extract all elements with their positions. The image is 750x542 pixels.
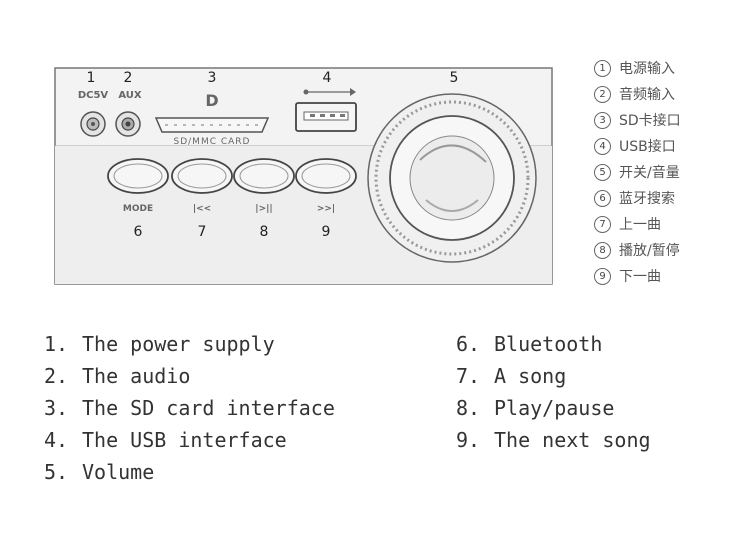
volume-knob[interactable]	[367, 93, 537, 263]
legend-text: The next song	[494, 428, 651, 452]
usb-symbol-icon	[303, 88, 356, 96]
legend-text: The USB interface	[82, 428, 287, 452]
legend-number: 1.	[44, 332, 69, 356]
cn-legend-item: 3 SD卡接口	[594, 108, 681, 132]
callout-5: 5	[450, 70, 459, 86]
callout-2: 2	[124, 70, 133, 86]
legend-item-2: 2. The audio	[44, 363, 190, 389]
legend-text: Play/pause	[494, 396, 615, 420]
cn-legend-number: 1	[594, 59, 611, 77]
cn-legend-item: 8 播放/暂停	[594, 238, 680, 262]
callout-9: 9	[322, 224, 331, 240]
previous-song-button[interactable]	[171, 158, 233, 194]
legend-item-3: 3. The SD card interface	[44, 395, 335, 421]
cn-legend-number: 7	[594, 215, 611, 233]
cn-legend-number: 3	[594, 111, 611, 129]
legend-text: A song	[494, 364, 567, 388]
cn-legend-item: 5 开关/音量	[594, 160, 680, 184]
cn-legend-text: 电源输入	[619, 61, 675, 77]
legend-item-6: 6. Bluetooth	[456, 331, 602, 357]
cn-legend-item: 9 下一曲	[594, 264, 661, 288]
play-pause-button-label: |>||	[255, 204, 272, 214]
callout-1: 1	[87, 70, 96, 86]
aux-jack[interactable]	[115, 111, 141, 137]
next-song-button[interactable]	[295, 158, 357, 194]
cn-legend-text: 上一曲	[619, 217, 661, 233]
legend-number: 7.	[456, 364, 481, 388]
callout-4: 4	[323, 70, 332, 86]
cn-legend-item: 4 USB接口	[594, 134, 676, 158]
callout-8: 8	[260, 224, 269, 240]
legend-number: 2.	[44, 364, 69, 388]
cn-legend-text: 音频输入	[619, 87, 675, 103]
cn-legend-number: 2	[594, 85, 611, 103]
sd-mark: D	[205, 91, 218, 110]
sd-card-slot[interactable]	[154, 117, 270, 133]
legend-number: 8.	[456, 396, 481, 420]
mode-button[interactable]	[107, 158, 169, 194]
next-button-label: >>|	[317, 204, 335, 214]
cn-legend-item: 6 蓝牙搜索	[594, 186, 675, 210]
cn-legend-text: 下一曲	[619, 269, 661, 285]
previous-button-label: |<<	[193, 204, 211, 214]
legend-text: The power supply	[82, 332, 275, 356]
cn-legend-item: 2 音频输入	[594, 82, 675, 106]
cn-legend-text: 开关/音量	[619, 165, 680, 181]
legend-number: 9.	[456, 428, 481, 452]
cn-legend-number: 4	[594, 137, 611, 155]
legend-text: Volume	[82, 460, 155, 484]
legend-text: Bluetooth	[494, 332, 603, 356]
legend-item-8: 8. Play/pause	[456, 395, 614, 421]
legend-item-9: 9. The next song	[456, 427, 651, 453]
cn-legend-number: 6	[594, 189, 611, 207]
usb-port[interactable]	[295, 102, 357, 132]
sd-card-label: SD/MMC CARD	[174, 137, 251, 147]
legend-number: 4.	[44, 428, 69, 452]
cn-legend-number: 8	[594, 241, 611, 259]
jack-label-dc5v: DC5V	[78, 90, 109, 101]
callout-6: 6	[134, 224, 143, 240]
legend-item-1: 1. The power supply	[44, 331, 275, 357]
dc5v-jack[interactable]	[80, 111, 106, 137]
mode-button-label: MODE	[123, 204, 153, 214]
cn-legend-text: 蓝牙搜索	[619, 191, 675, 207]
cn-legend-text: 播放/暂停	[619, 243, 680, 259]
legend-text: The SD card interface	[82, 396, 335, 420]
jack-label-aux: AUX	[118, 90, 142, 101]
legend-item-4: 4. The USB interface	[44, 427, 287, 453]
cn-legend-text: SD卡接口	[619, 113, 681, 129]
cn-legend-text: USB接口	[619, 139, 676, 155]
cn-legend-number: 5	[594, 163, 611, 181]
callout-7: 7	[198, 224, 207, 240]
cn-legend-number: 9	[594, 267, 611, 285]
legend-number: 5.	[44, 460, 69, 484]
legend-number: 3.	[44, 396, 69, 420]
legend-text: The audio	[82, 364, 191, 388]
legend-item-5: 5. Volume	[44, 459, 154, 485]
play-pause-button[interactable]	[233, 158, 295, 194]
callout-3: 3	[208, 70, 217, 86]
cn-legend-item: 7 上一曲	[594, 212, 661, 236]
cn-legend-item: 1 电源输入	[594, 56, 675, 80]
legend-item-7: 7. A song	[456, 363, 566, 389]
legend-number: 6.	[456, 332, 481, 356]
